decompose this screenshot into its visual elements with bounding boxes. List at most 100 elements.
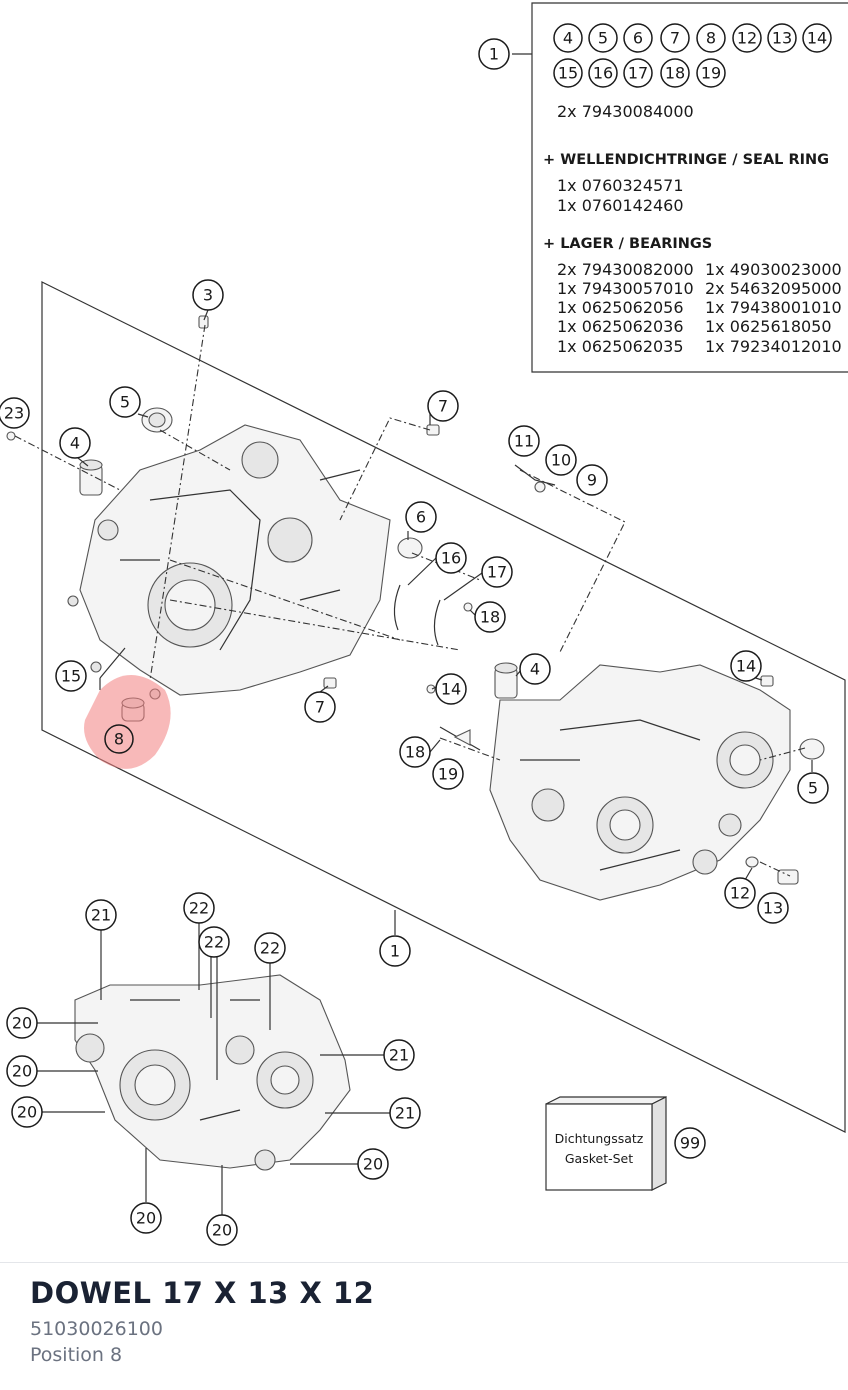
footer-divider <box>0 1262 848 1263</box>
callout-22-c[interactable]: 22 <box>254 932 286 964</box>
svg-text:5: 5 <box>598 29 608 48</box>
svg-text:21: 21 <box>389 1046 409 1065</box>
svg-text:20: 20 <box>12 1062 32 1081</box>
part-name: DOWEL 17 X 13 X 12 <box>30 1276 375 1310</box>
callout-22-a[interactable]: 22 <box>183 892 215 924</box>
svg-text:1: 1 <box>390 942 400 961</box>
callout-9[interactable]: 9 <box>576 464 608 496</box>
svg-text:19: 19 <box>701 64 721 83</box>
callout-8[interactable]: 8 <box>104 724 134 754</box>
callout-10[interactable]: 10 <box>545 444 577 476</box>
svg-text:6: 6 <box>416 508 426 527</box>
svg-text:14: 14 <box>807 29 827 48</box>
callout-5-right[interactable]: 5 <box>797 772 829 804</box>
gasket-set-box: Dichtungssatz Gasket-Set <box>545 1096 667 1191</box>
svg-text:14: 14 <box>441 680 461 699</box>
callout-4-right[interactable]: 4 <box>519 653 551 685</box>
bearing-item: 1x 0625062035 <box>557 337 684 356</box>
svg-text:6: 6 <box>633 29 643 48</box>
svg-text:23: 23 <box>4 404 24 423</box>
highlight-position-8[interactable] <box>84 675 171 769</box>
callout-17[interactable]: 17 <box>481 556 513 588</box>
part-position: Position 8 <box>30 1344 123 1366</box>
callout-20-b[interactable]: 20 <box>6 1055 38 1087</box>
svg-text:4: 4 <box>530 660 540 679</box>
part-number: 51030026100 <box>30 1318 163 1340</box>
callout-12[interactable]: 12 <box>724 877 756 909</box>
svg-text:4: 4 <box>563 29 573 48</box>
svg-text:99: 99 <box>680 1134 700 1153</box>
svg-text:8: 8 <box>114 730 124 749</box>
callout-21-top[interactable]: 21 <box>85 899 117 931</box>
bearing-item: 1x 79430057010 <box>557 279 694 298</box>
callout-18-bottom[interactable]: 18 <box>399 736 431 768</box>
callout-1-kit[interactable]: 1 <box>478 38 510 70</box>
bearing-item: 1x 0625062056 <box>557 298 684 317</box>
svg-text:3: 3 <box>203 286 213 305</box>
callout-5-top[interactable]: 5 <box>109 386 141 418</box>
callout-20-d[interactable]: 20 <box>357 1148 389 1180</box>
callout-99[interactable]: 99 <box>674 1127 706 1159</box>
svg-text:14: 14 <box>736 657 756 676</box>
svg-text:18: 18 <box>665 64 685 83</box>
callout-19[interactable]: 19 <box>432 758 464 790</box>
kit-parts-row-1: 4 5 6 7 8 12 13 14 <box>553 23 832 53</box>
svg-text:22: 22 <box>260 939 280 958</box>
callout-16[interactable]: 16 <box>435 542 467 574</box>
svg-text:5: 5 <box>120 393 130 412</box>
svg-text:13: 13 <box>772 29 792 48</box>
callout-20-e[interactable]: 20 <box>130 1202 162 1234</box>
callout-3[interactable]: 3 <box>192 279 224 311</box>
callout-21-right-a[interactable]: 21 <box>383 1039 415 1071</box>
svg-text:21: 21 <box>395 1104 415 1123</box>
exploded-parts-diagram: .cc { fill:#fff; stroke:#1a1a1a; stroke-… <box>0 2 848 1246</box>
svg-text:19: 19 <box>438 765 458 784</box>
callout-6[interactable]: 6 <box>405 501 437 533</box>
svg-text:1: 1 <box>489 45 499 64</box>
bearing-item: 2x 54632095000 <box>705 279 842 298</box>
callout-7-top[interactable]: 7 <box>427 390 459 422</box>
svg-text:22: 22 <box>204 933 224 952</box>
seal-ring-item: 1x 0760142460 <box>557 196 684 215</box>
svg-text:9: 9 <box>587 471 597 490</box>
callout-18-top[interactable]: 18 <box>474 601 506 633</box>
kit-base-quantity: 2x 79430084000 <box>557 102 694 121</box>
callout-7-bottom[interactable]: 7 <box>304 691 336 723</box>
leader-lines <box>77 309 813 935</box>
bearing-item: 1x 79438001010 <box>705 298 842 317</box>
svg-text:18: 18 <box>480 608 500 627</box>
callout-20-a[interactable]: 20 <box>6 1007 38 1039</box>
bearing-item: 1x 0625062036 <box>557 317 684 336</box>
callout-21-right-b[interactable]: 21 <box>389 1097 421 1129</box>
callout-15[interactable]: 15 <box>55 660 87 692</box>
svg-text:10: 10 <box>551 451 571 470</box>
svg-text:7: 7 <box>438 397 448 416</box>
callout-13[interactable]: 13 <box>757 892 789 924</box>
callout-14-left[interactable]: 14 <box>435 673 467 705</box>
seal-ring-header: + WELLENDICHTRINGE / SEAL RING <box>543 152 829 168</box>
callout-22-b[interactable]: 22 <box>198 926 230 958</box>
svg-text:21: 21 <box>91 906 111 925</box>
crankcase-screws-view <box>74 974 351 1171</box>
callout-23[interactable]: 23 <box>0 397 30 429</box>
left-crankcase-half <box>79 424 391 696</box>
kit-parts-row-2: 15 16 17 18 19 <box>553 58 726 88</box>
right-crankcase-half <box>489 664 791 901</box>
crankcase-kit-box: 1 4 5 6 7 8 12 13 14 15 16 17 18 19 2x 7… <box>478 2 848 373</box>
bearing-item: 1x 0625618050 <box>705 317 832 336</box>
svg-text:8: 8 <box>706 29 716 48</box>
callout-1-assembly[interactable]: 1 <box>379 935 411 967</box>
callout-4-top[interactable]: 4 <box>59 427 91 459</box>
callout-11[interactable]: 11 <box>508 425 540 457</box>
svg-text:5: 5 <box>808 779 818 798</box>
svg-text:20: 20 <box>17 1103 37 1122</box>
callout-20-c[interactable]: 20 <box>11 1096 43 1128</box>
svg-text:17: 17 <box>628 64 648 83</box>
svg-text:16: 16 <box>441 549 461 568</box>
gasket-set-label-en: Gasket-Set <box>565 1151 633 1166</box>
bearings-header: + LAGER / BEARINGS <box>543 236 712 252</box>
callout-20-f[interactable]: 20 <box>206 1214 238 1246</box>
svg-text:15: 15 <box>61 667 81 686</box>
svg-text:11: 11 <box>514 432 534 451</box>
callout-14-right[interactable]: 14 <box>730 650 762 682</box>
